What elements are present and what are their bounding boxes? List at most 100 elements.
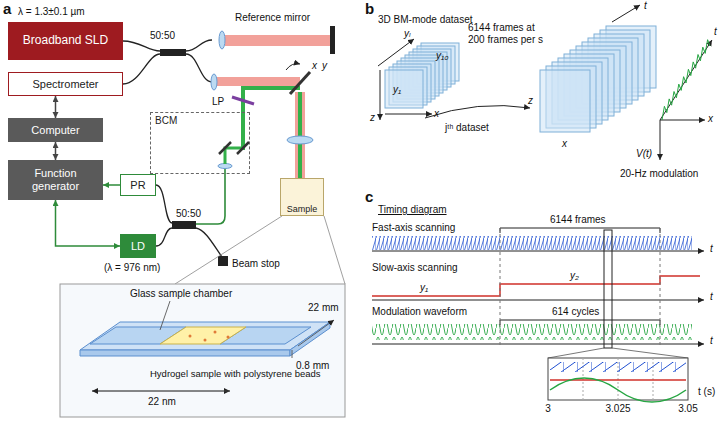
frame [540,70,590,132]
annotation-label: Slow-axis scanning [372,262,458,274]
connector [55,96,57,118]
node-text: LD [131,240,145,253]
drawing-line [660,40,712,120]
drawing-line [372,344,704,345]
annotation-label: t [714,26,717,38]
drawing-line [500,228,501,348]
instrument-box: PR [120,174,156,196]
annotation-label: c [365,188,373,206]
modulation-trace [662,40,710,120]
annotation-label: Beam stop [232,258,280,270]
mirror [330,26,335,54]
instrument-box: BCM [150,112,250,174]
drawing-circle [189,335,192,338]
annotation-label: Reference mirror [235,12,310,24]
annotation-label: 6144 frames [550,214,606,226]
annotation-label: 22 nm [148,396,176,408]
annotation-label: 3D BM-mode dataset [378,14,473,26]
drawing-line [298,320,334,346]
annotation-label: Timing diagram [378,204,447,216]
annotation-label: y [322,60,327,72]
annotation-label: yₗ [404,28,411,40]
annotation-label: t [710,243,713,255]
drawing-rect [604,230,612,348]
hydrogel [160,327,246,344]
annotation-label: t (s) [698,386,715,398]
drawing-line [385,114,432,115]
connector [103,184,120,186]
annotation-label: 3.05 [678,403,697,415]
drawing-path [123,54,212,84]
annotation-label: 22 mm [308,302,339,314]
annotation-label: x [562,138,567,150]
annotation-label: 50:50 [150,30,175,42]
annotation-label: b [365,0,374,18]
drawing-path [286,64,300,70]
lens [211,74,217,90]
node-text: BCM [155,115,177,127]
drawing-line [380,70,381,120]
coupler [160,49,186,56]
slow-axis-trace [372,276,700,296]
annotation-label: z [370,112,375,124]
drawing-line [175,216,282,284]
beam [241,86,245,150]
annotation-label: y₁₀ [436,50,448,62]
annotation-label: 50:50 [176,208,201,220]
drawing-line [660,120,705,121]
drawing-line [372,251,704,252]
node-text: Broadband SLD [23,34,108,48]
beam [225,35,330,46]
node-text: Sample [287,204,318,214]
annotation-label: 614 cycles [552,306,599,318]
annotation-label: 20-Hz modulation [620,168,698,180]
drawing-path [550,378,686,402]
annotation-label: Modulation waveform [372,306,467,318]
drawing-line [548,348,604,358]
beam-stop [218,256,228,266]
annotation-label: V(t) [636,148,652,160]
drawing-rect [550,362,686,372]
drawing-line [660,120,661,160]
annotation-label: λ = 1.3±0.1 µm [18,6,85,18]
connector [56,200,121,246]
frame [385,70,423,108]
annotation-label: z [528,95,533,107]
glass-slide [80,322,330,350]
coupler [172,221,196,229]
lens [219,31,225,49]
annotation-label: Hydrogel sample with polystyrene beads [150,368,321,379]
drawing-line [378,39,414,66]
annotation-label: (λ = 976 nm) [104,262,160,274]
drawing-path [156,228,172,246]
instrument-box: LD [120,234,156,258]
annotation-label: 3.025 [605,403,630,415]
drawing-circle [204,339,207,342]
scan-mirror [290,72,310,94]
drawing-path [425,106,530,118]
annotation-label: 3 [545,403,551,415]
drawing-line [372,300,704,301]
annotation-label: y₁ [420,282,428,294]
drawing-line [660,228,661,348]
instrument-box: Computer [8,118,103,142]
drawing-line [324,216,345,284]
node-text: Spectrometer [32,78,98,91]
beam [215,77,300,86]
frame-stack [540,26,656,132]
drawing-path [196,228,222,257]
annotation-label: t [710,291,713,303]
drawing-path [500,228,660,233]
instrument-box: Sample [280,178,324,216]
drawing-polygon [80,350,290,356]
drawing-line [92,391,230,392]
annotation-label: t [644,0,647,12]
annotation-label: t [710,335,713,347]
drawing-line [160,301,170,330]
lens [287,136,313,144]
beam [298,92,302,178]
beam [295,92,305,178]
node-text: Computer [31,124,79,137]
